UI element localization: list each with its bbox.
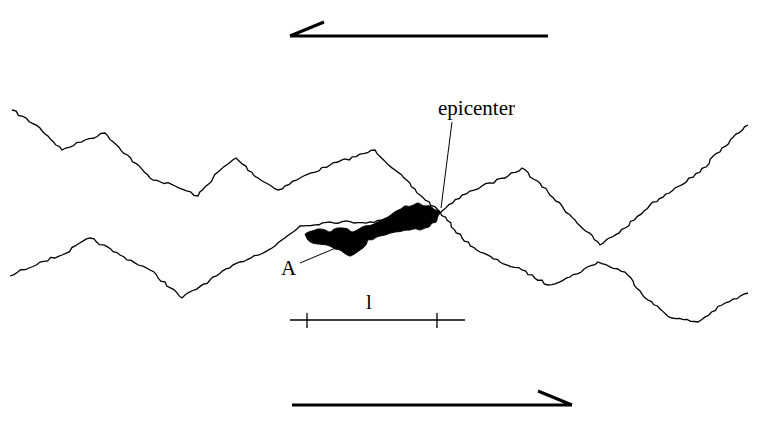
dimension-label: l — [366, 292, 372, 313]
leader-line — [441, 122, 452, 208]
fault-surface — [10, 125, 748, 298]
leader-line — [300, 242, 350, 263]
dimension-line — [290, 313, 465, 328]
shear-arrow — [292, 391, 572, 405]
rupture-area — [305, 203, 440, 256]
feature-label: epicenter — [438, 98, 515, 119]
shear-arrow — [290, 22, 548, 36]
point-label: A — [281, 258, 296, 279]
